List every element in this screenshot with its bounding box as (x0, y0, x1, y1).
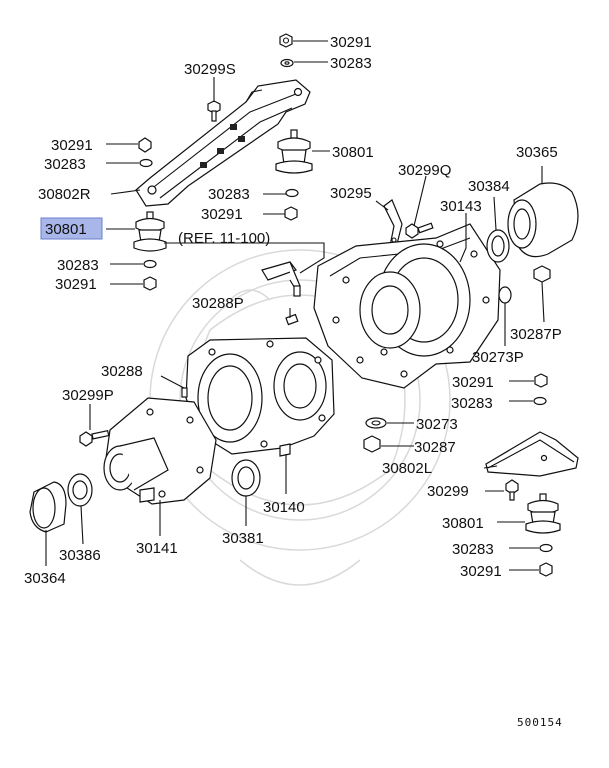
mount-30801-upper (275, 129, 313, 174)
mount-30801-left (133, 211, 167, 252)
label-30283-top: 30283 (330, 55, 372, 72)
label-30291-mid: 30291 (201, 206, 243, 223)
label-30299P: 30299P (62, 387, 114, 404)
boot-30364 (29, 481, 67, 533)
nut-30291-left-lower (143, 276, 157, 291)
pin-30288 (181, 387, 188, 398)
bolt-30299P (79, 429, 110, 447)
nut-30291-left-upper (138, 137, 152, 153)
nut-30291-right (534, 373, 548, 388)
sealant-tube (261, 261, 301, 297)
bolt-30299 (505, 479, 519, 501)
case-30141 (103, 397, 217, 505)
label-30295: 30295 (330, 185, 372, 202)
label-30365: 30365 (516, 144, 558, 161)
diagram-number: 500154 (517, 716, 563, 729)
mount-30801-lower (525, 493, 561, 534)
washer-30283-left-lower (143, 259, 157, 269)
ref-text: (REF. 11-100) (178, 230, 270, 247)
watermark (149, 249, 451, 586)
housing-30143 (313, 223, 501, 389)
leader-lines (45, 40, 545, 571)
label-30291-bottom-right: 30291 (460, 563, 502, 580)
pin-30288P (285, 313, 299, 326)
nut-30291-mid (284, 206, 298, 221)
label-30283-right: 30283 (451, 395, 493, 412)
label-30802L: 30802L (382, 460, 432, 477)
washer-30283-top (280, 58, 294, 68)
label-30288: 30288 (101, 363, 143, 380)
highlight-box (40, 217, 103, 240)
label-30140: 30140 (263, 499, 305, 516)
label-30291-right: 30291 (452, 374, 494, 391)
crossmember-rear (135, 79, 311, 207)
washer-30283-bottom-right (539, 543, 553, 553)
bolt-30299Q (405, 222, 434, 239)
label-30364: 30364 (24, 570, 66, 587)
label-30801-highlighted: 30801 (45, 221, 87, 238)
label-30283-left-upper: 30283 (44, 156, 86, 173)
label-30291-top: 30291 (330, 34, 372, 51)
label-30291-left-lower: 30291 (55, 276, 97, 293)
bracket-30295 (383, 199, 403, 249)
label-30283-mid: 30283 (208, 186, 250, 203)
label-30287P: 30287P (510, 326, 562, 343)
label-30386: 30386 (59, 547, 101, 564)
label-30283-bottom-right: 30283 (452, 541, 494, 558)
label-30291-left-upper: 30291 (51, 137, 93, 154)
boot-30365 (507, 182, 579, 258)
seal-30386 (67, 473, 93, 507)
washer-30283-right (533, 396, 547, 406)
washer-30283-left-upper (139, 158, 153, 168)
label-30299S: 30299S (184, 61, 236, 78)
label-30143: 30143 (440, 198, 482, 215)
nut-30291-bottom-right (539, 562, 553, 577)
gasket-30273 (365, 417, 387, 429)
nut-30291-top (279, 33, 293, 48)
label-30801-lower: 30801 (442, 515, 484, 532)
label-30283-left-lower: 30283 (57, 257, 99, 274)
seal-30384 (486, 229, 510, 263)
label-30802R: 30802R (38, 186, 91, 203)
bolt-30299S (207, 100, 221, 122)
label-30801-upper: 30801 (332, 144, 374, 161)
crossmember-left (485, 431, 579, 477)
seal-30381 (231, 459, 261, 497)
label-30273P: 30273P (472, 349, 524, 366)
label-30288P: 30288P (192, 295, 244, 312)
washer-30283-mid (285, 188, 299, 198)
label-30141: 30141 (136, 540, 178, 557)
gasket-30273P (498, 286, 512, 304)
label-30381: 30381 (222, 530, 264, 547)
labels: 30291 30283 30299S 30291 30283 30801 308… (24, 34, 563, 729)
housing-30140 (185, 337, 335, 457)
plug-30287 (363, 435, 381, 453)
label-30384: 30384 (468, 178, 510, 195)
label-30299Q: 30299Q (398, 162, 451, 179)
label-30273: 30273 (416, 416, 458, 433)
plug-30287P (533, 265, 551, 283)
label-30287: 30287 (414, 439, 456, 456)
label-30299: 30299 (427, 483, 469, 500)
